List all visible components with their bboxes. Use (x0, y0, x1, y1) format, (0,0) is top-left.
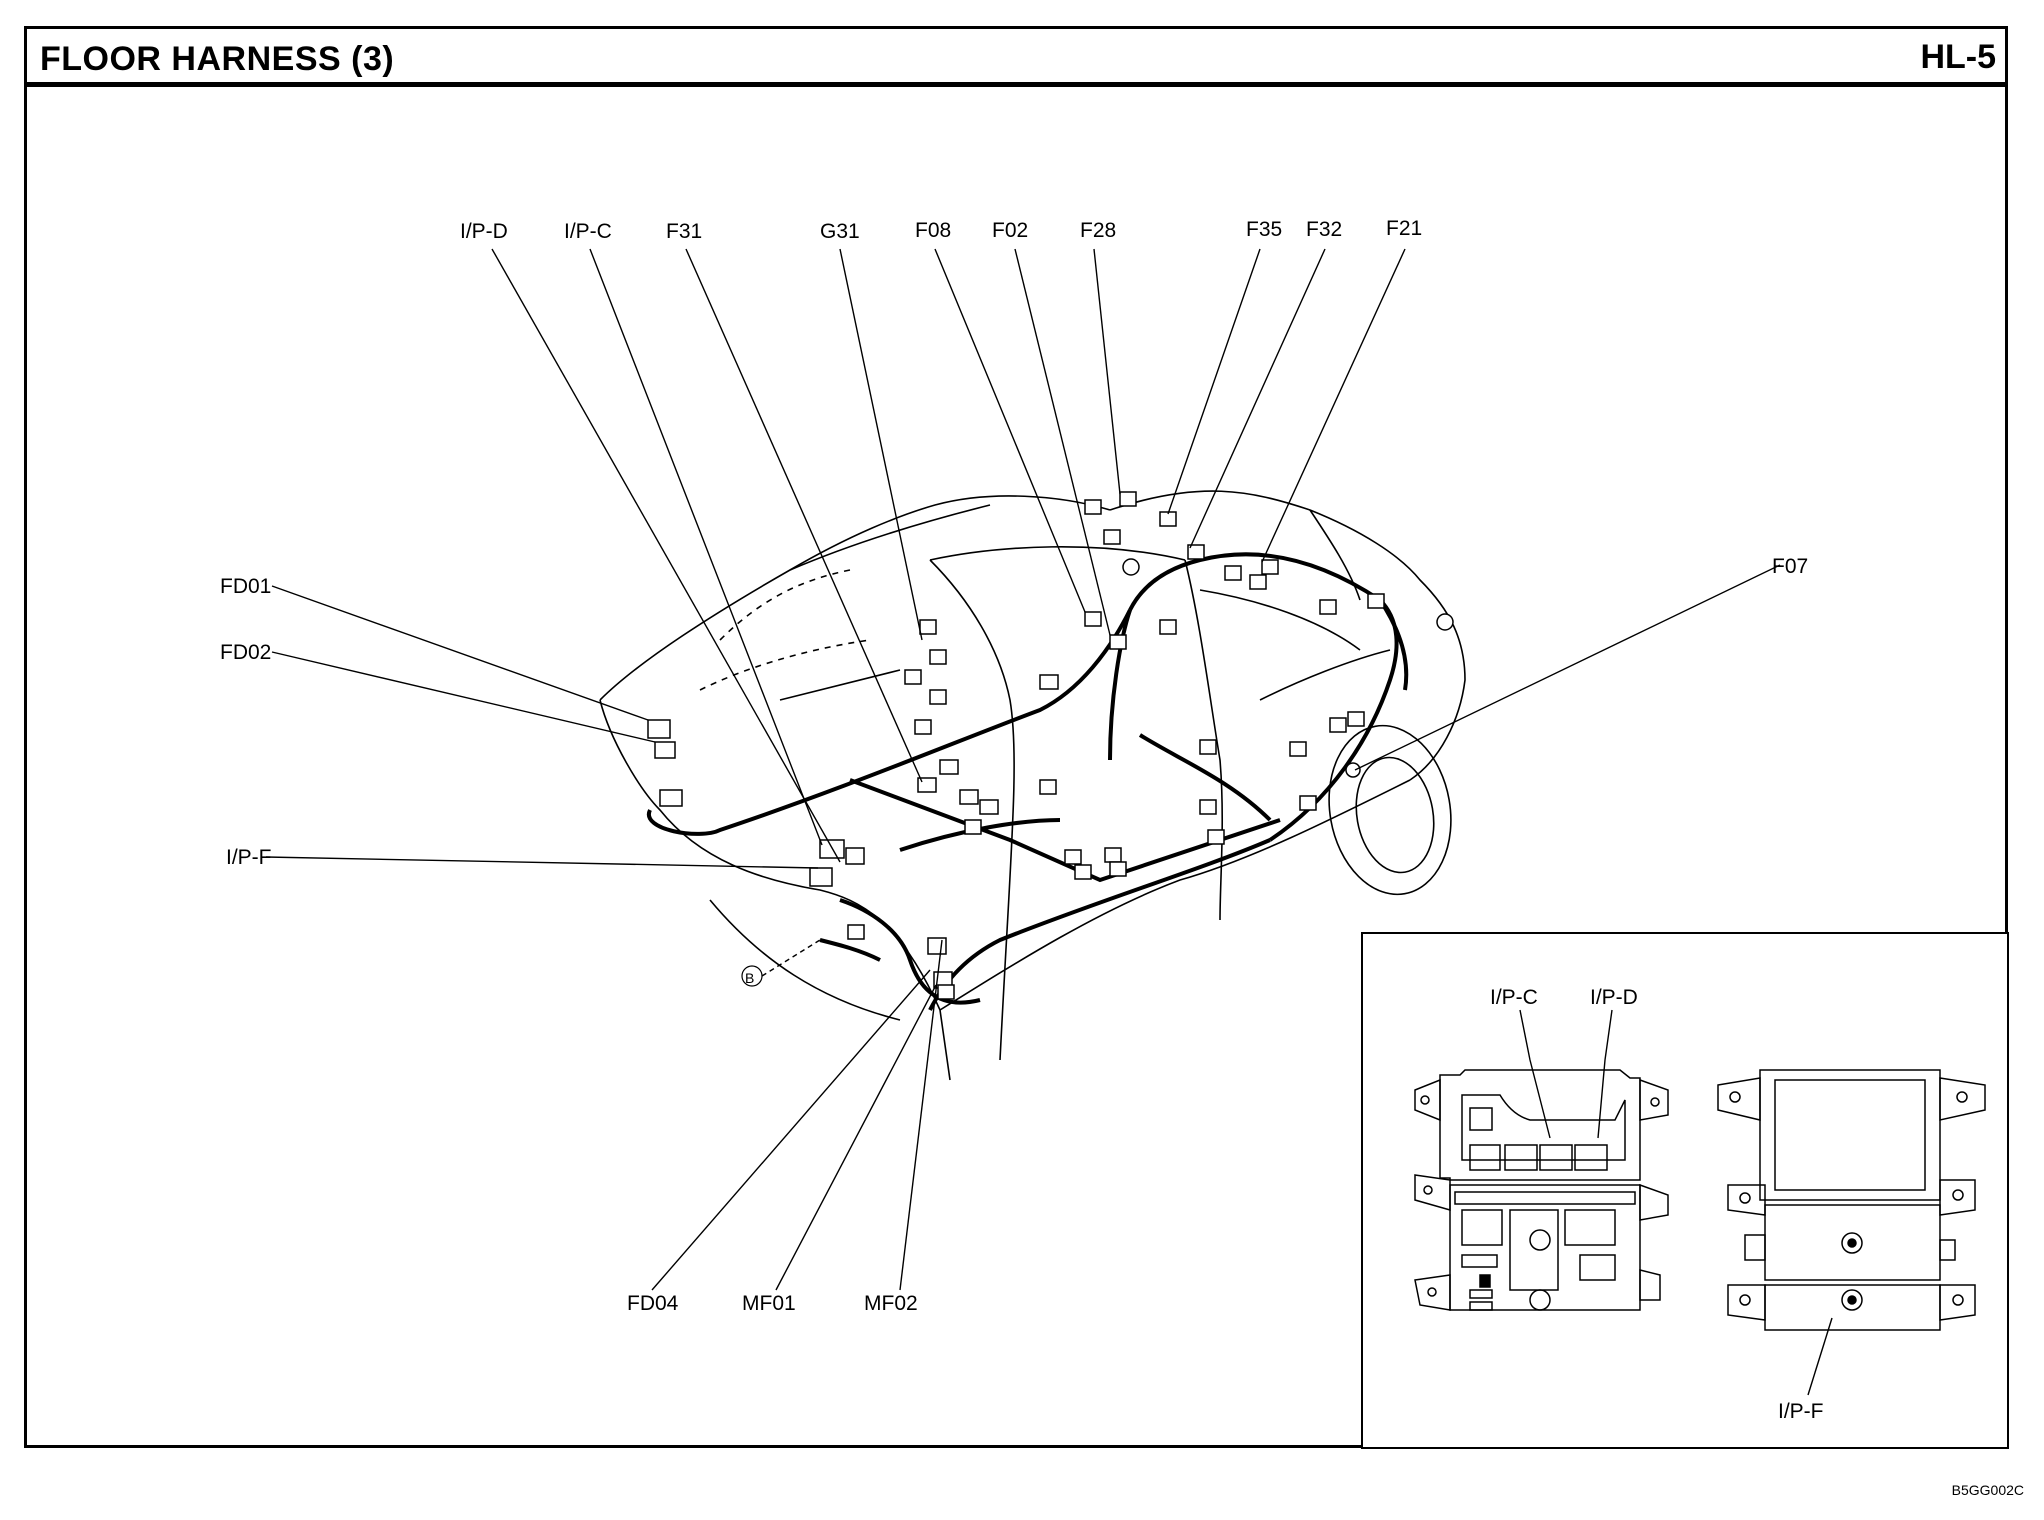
label-f28: F28 (1080, 219, 1116, 242)
label-f07: F07 (1772, 555, 1808, 578)
label-ground-b: B (745, 970, 754, 986)
label-f32: F32 (1306, 218, 1342, 241)
label-ip-f: I/P-F (226, 846, 272, 869)
inset-panel: I/P-C I/P-D I/P-F (1361, 932, 2009, 1449)
car-body (599, 490, 1466, 1081)
junction-box-front (1414, 1069, 1669, 1311)
label-f35: F35 (1246, 218, 1282, 241)
label-ip-c: I/P-C (564, 220, 612, 243)
figure-code: B5GG002C (1951, 1482, 2024, 1498)
inset-leader-lines (1519, 1009, 1833, 1396)
inset-label-ip-d: I/P-D (1590, 986, 1638, 1009)
label-fd02: FD02 (220, 641, 271, 664)
label-f02: F02 (992, 219, 1028, 242)
label-fd04: FD04 (627, 1292, 679, 1315)
label-fd01: FD01 (220, 575, 271, 598)
header-rule (24, 82, 2008, 87)
diagram-frame (24, 26, 2008, 1448)
inset-label-ip-f: I/P-F (1778, 1400, 1824, 1423)
label-f31: F31 (666, 220, 702, 243)
page-title: FLOOR HARNESS (3) (40, 40, 395, 78)
label-g31: G31 (820, 220, 860, 243)
inset-label-ip-c: I/P-C (1490, 986, 1538, 1009)
connectors (647, 491, 1454, 1000)
junction-box-rear (1717, 1069, 1986, 1331)
callout-labels: I/P-D I/P-C F31 G31 F08 F02 F28 F35 F32 … (220, 217, 1808, 1315)
floor-harness (646, 552, 1409, 1011)
label-mf01: MF01 (742, 1292, 796, 1315)
label-f21: F21 (1386, 217, 1422, 240)
label-ip-d: I/P-D (460, 220, 508, 243)
leader-lines (265, 248, 1781, 1291)
label-mf02: MF02 (864, 1292, 918, 1315)
label-f08: F08 (915, 219, 951, 242)
page-number: HL-5 (1920, 38, 1996, 76)
